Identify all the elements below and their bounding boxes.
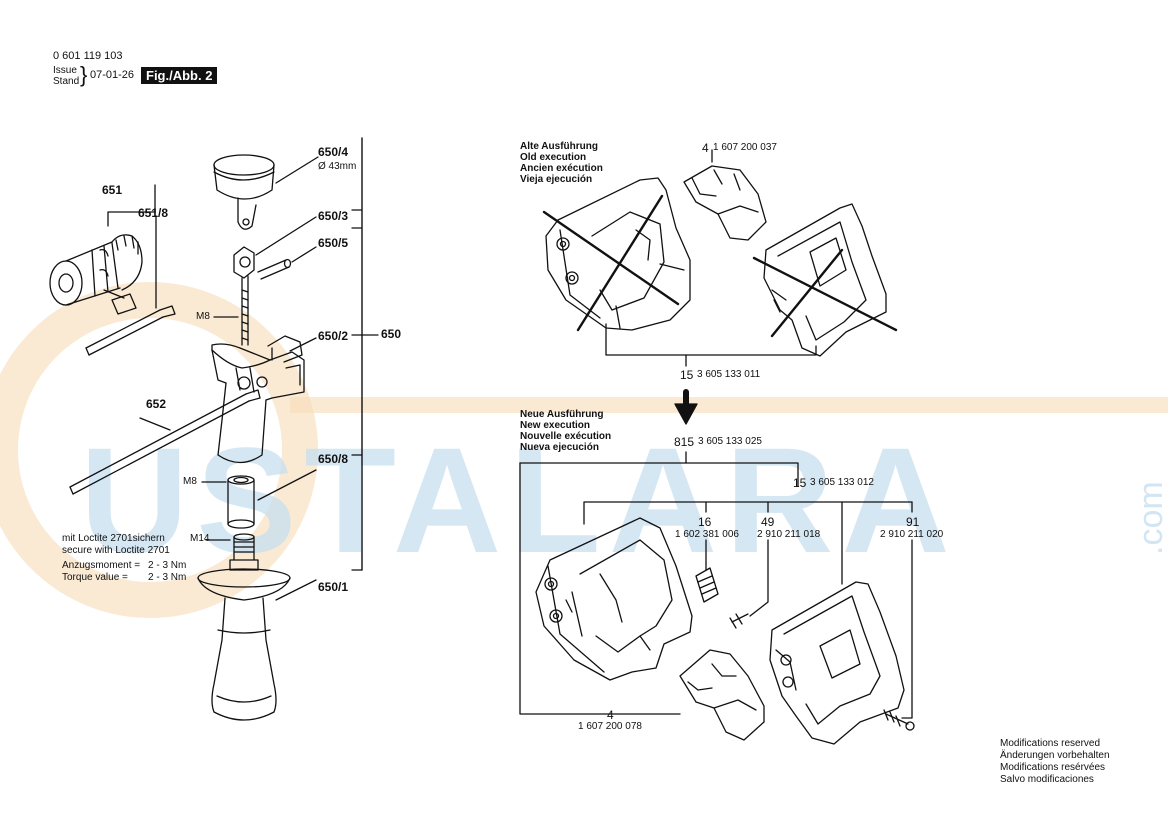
label-650-1: 650/1 xyxy=(318,580,349,594)
footer-modifications-en: Modifications reserved xyxy=(1000,738,1101,749)
footer-modifications-fr: Modifications resérvées xyxy=(1000,762,1106,773)
torque-de-value: 2 - 3 Nm xyxy=(148,560,187,571)
handle-body-650-2 xyxy=(211,335,305,464)
old-exec-fr: Ancien exécution xyxy=(520,163,603,174)
old-exec-es: Vieja ejecución xyxy=(520,174,593,185)
new-part-91-code: 2 910 211 020 xyxy=(880,529,944,540)
new-part-16-code: 1 602 381 006 xyxy=(675,529,739,540)
figure-label: Fig./Abb. 2 xyxy=(141,67,218,84)
new-part-815-number: 815 xyxy=(674,435,695,449)
chuck-651 xyxy=(49,184,156,306)
torque-de-label: Anzugsmoment = xyxy=(62,560,141,571)
new-switch-part-4 xyxy=(679,649,765,741)
new-screw-91 xyxy=(883,709,915,731)
brace: } xyxy=(80,62,88,87)
new-part-91-number: 91 xyxy=(906,515,920,529)
label-m8-mid: M8 xyxy=(183,476,197,487)
old-part-4-number: 4 xyxy=(702,141,709,155)
old-exec-de: Alte Ausführung xyxy=(520,141,598,152)
eye-bolt-650-3 xyxy=(233,246,255,346)
clamp-ring-650-4 xyxy=(213,154,275,230)
new-part-15-number: 15 xyxy=(793,476,807,490)
label-651: 651 xyxy=(102,183,123,197)
old-cross-right xyxy=(752,248,898,338)
old-part-15-code: 3 605 133 011 xyxy=(697,369,761,380)
threaded-stud-m14 xyxy=(229,533,259,571)
label-651-8: 651/8 xyxy=(138,206,169,220)
issue-label: Issue xyxy=(53,65,77,76)
depth-rod-652 xyxy=(69,389,261,495)
new-exec-en: New execution xyxy=(520,420,591,431)
new-part-4-number: 4 xyxy=(607,708,614,722)
label-650: 650 xyxy=(381,327,402,341)
old-part-15-number: 15 xyxy=(680,368,694,382)
down-arrow xyxy=(674,389,698,425)
label-650-2: 650/2 xyxy=(318,329,349,343)
old-exec-en: Old execution xyxy=(520,152,587,163)
torque-en-value: 2 - 3 Nm xyxy=(148,572,187,583)
label-650-4: 650/4 xyxy=(318,145,349,159)
new-part-16-number: 16 xyxy=(698,515,712,529)
old-part-4-code: 1 607 200 037 xyxy=(713,142,777,153)
sleeve-650-8 xyxy=(227,475,255,529)
footer-modifications-de: Änderungen vorbehalten xyxy=(1000,750,1110,761)
side-handle-650-1 xyxy=(197,568,291,721)
label-650-5: 650/5 xyxy=(318,236,349,250)
stand-label: Stand xyxy=(53,76,80,87)
new-part-16 xyxy=(695,567,719,603)
bracket-815 xyxy=(519,462,613,715)
label-m14: M14 xyxy=(190,533,210,544)
label-652: 652 xyxy=(146,397,167,411)
new-screw-49 xyxy=(729,613,749,629)
new-housing-right xyxy=(769,581,905,745)
chuck-key-651-8 xyxy=(85,289,176,356)
new-part-815-code: 3 605 133 025 xyxy=(698,436,762,447)
label-650-4-diameter: Ø 43mm xyxy=(318,161,357,172)
new-exec-de: Neue Ausführung xyxy=(520,409,604,420)
old-cross-left xyxy=(542,194,680,332)
torque-en-label: Torque value = xyxy=(62,572,128,583)
doc-number: 0 601 119 103 xyxy=(53,50,123,62)
loctite-de: mit Loctite 2701sichern xyxy=(62,533,165,544)
new-housing-left xyxy=(535,517,693,681)
old-switch-part-4 xyxy=(683,165,767,241)
label-m8-top: M8 xyxy=(196,311,210,322)
pin-650-5 xyxy=(257,258,292,280)
new-exec-es: Nueva ejecución xyxy=(520,442,599,453)
loctite-en: secure with Loctite 2701 xyxy=(62,545,170,556)
new-part-4-code: 1 607 200 078 xyxy=(578,721,642,732)
label-650-8: 650/8 xyxy=(318,452,349,466)
label-650-3: 650/3 xyxy=(318,209,349,223)
footer-modifications-es: Salvo modificaciones xyxy=(1000,774,1094,785)
new-part-49-code: 2 910 211 018 xyxy=(757,529,821,540)
new-part-49-number: 49 xyxy=(761,515,775,529)
issue-date: 07-01-26 xyxy=(90,69,135,81)
old-housing-right xyxy=(763,203,887,357)
old-housing-left xyxy=(545,177,691,331)
new-exec-fr: Nouvelle exécution xyxy=(520,431,612,442)
new-part-15-code: 3 605 133 012 xyxy=(810,477,874,488)
